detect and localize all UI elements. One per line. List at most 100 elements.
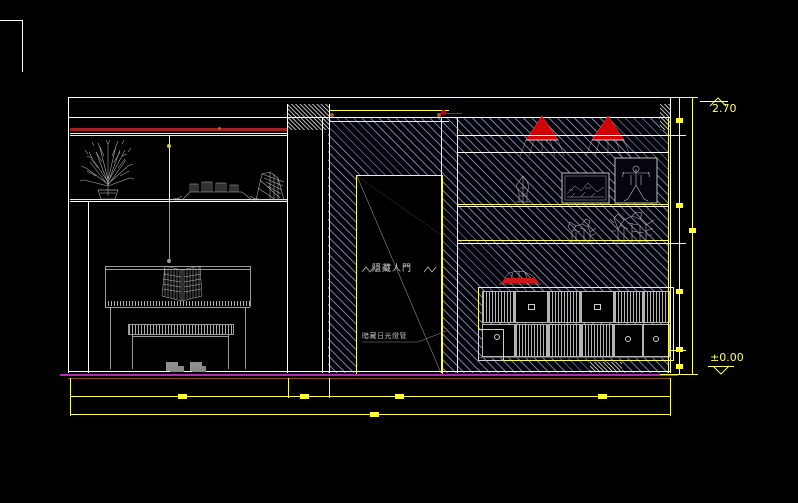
pendant-node-top xyxy=(167,144,171,148)
door-panel-right-edge xyxy=(441,117,442,373)
cabinet-door-u5[interactable] xyxy=(614,291,643,323)
dim-chain-ext-b xyxy=(329,378,330,398)
decor-right-shelf xyxy=(252,171,288,201)
elevation-left-edge xyxy=(68,97,69,373)
floor-hatch-b xyxy=(192,366,206,372)
vdim-tick-5 xyxy=(676,364,683,369)
left-bay-ref-line-d xyxy=(329,117,330,373)
spotlight-right xyxy=(585,115,631,157)
elevation-right-edge xyxy=(670,97,671,373)
vdim-ext-floor xyxy=(668,374,698,375)
vdim-line-outer xyxy=(692,97,693,375)
piano-leg-left xyxy=(110,307,111,369)
vdim-left-tick-b xyxy=(660,374,668,375)
level-marker-ceiling-symbol xyxy=(709,97,727,107)
piano-bench-seat xyxy=(128,324,234,335)
vdim-ext-top xyxy=(668,97,698,98)
cabinet-wall-left-edge xyxy=(457,117,458,373)
cabinet-handle-l5 xyxy=(625,336,631,342)
cabinet-door-u1[interactable] xyxy=(482,291,515,323)
framed-artwork-landscape xyxy=(561,172,610,204)
flower-arrangement-decor xyxy=(79,139,135,200)
cabinet-door-l4[interactable] xyxy=(581,324,614,357)
level-floor-prefix: ± xyxy=(710,351,720,364)
vdim-line-inner xyxy=(679,97,680,375)
soffit-inner-line-2 xyxy=(329,121,449,122)
ceiling-center-node xyxy=(218,127,221,130)
vdim-tick-3 xyxy=(676,289,683,294)
hidden-door-swing-arc xyxy=(356,175,442,374)
left-bay-ref-line-c xyxy=(322,117,323,373)
sculpture-upper-left xyxy=(515,175,530,203)
cabinet-handle-l1 xyxy=(494,334,500,340)
vdim-tick-outer xyxy=(689,228,696,233)
dim-chain-ext-right xyxy=(670,378,671,416)
hidden-door-label: 隱藏人門 xyxy=(372,264,413,274)
cabinet-door-u3[interactable] xyxy=(548,291,581,323)
cabinet-handle-u4 xyxy=(594,304,601,310)
cabinet-handle-l6 xyxy=(653,336,659,342)
bench-leg-right xyxy=(228,333,229,369)
soffit-accent-right xyxy=(440,113,462,114)
hidden-light-label: 暗藏日光燈管 xyxy=(362,332,407,340)
level-marker-floor-symbol xyxy=(712,365,730,375)
cabinet-detail-callout xyxy=(478,329,504,361)
left-bay-ceiling-yellow-line xyxy=(70,133,287,134)
floor-line-skirting xyxy=(68,378,671,379)
floor-line-white xyxy=(68,371,671,372)
shelf-left-top-line xyxy=(70,135,287,136)
door-label-leader xyxy=(361,266,437,273)
level-value-floor: ±0.00 xyxy=(710,351,744,364)
open-music-book xyxy=(161,265,203,302)
dim-tick-1 xyxy=(178,394,187,399)
bench-stretcher xyxy=(132,336,228,337)
cabinet-shelf-middle xyxy=(457,243,668,244)
ceiling-soffit-line xyxy=(68,117,671,118)
cabinet-door-l2[interactable] xyxy=(515,324,548,357)
pendant-rod xyxy=(169,135,170,203)
frame-shelf-line xyxy=(457,204,668,205)
piano-leg-right xyxy=(245,307,246,369)
horse-figurine-right xyxy=(609,211,655,243)
left-bay-ref-line-a xyxy=(88,201,89,373)
shelf-left-bottom xyxy=(70,201,287,202)
cabinet-door-u2[interactable] xyxy=(515,291,548,323)
piano-right-edge xyxy=(250,266,251,307)
dim-tick-3 xyxy=(395,394,404,399)
soffit-node-c xyxy=(441,110,446,115)
level-floor-number: 0.00 xyxy=(719,351,744,364)
sheet-border-left xyxy=(22,20,23,72)
elevation-top-edge xyxy=(68,97,671,98)
floor-hatch-right xyxy=(590,362,622,371)
floor-line-magenta xyxy=(60,374,678,376)
piano-left-edge xyxy=(105,266,106,307)
cabinet-outer-frame[interactable] xyxy=(478,287,674,361)
left-bay-ceiling-red-line xyxy=(70,128,287,131)
dim-tick-2 xyxy=(300,394,309,399)
cabinet-door-l3[interactable] xyxy=(548,324,581,357)
piano-top-edge xyxy=(105,266,250,267)
level-value-ceiling: 2.70 xyxy=(712,102,737,115)
vdim-tick-1 xyxy=(676,118,683,123)
piano-top-edge-2 xyxy=(105,269,250,270)
vdim-ext-soffit xyxy=(668,135,686,136)
sheet-border-top xyxy=(0,20,22,21)
cabinet-door-u6[interactable] xyxy=(643,291,670,323)
shelf-left-bottom-yellow xyxy=(70,199,287,200)
cabinet-shelf-middle-yellow xyxy=(457,240,668,241)
vdim-tick-2 xyxy=(676,203,683,208)
cabinet-door-u4[interactable] xyxy=(581,291,614,323)
decor-tray-red xyxy=(499,270,541,285)
hidden-light-leader-line xyxy=(362,330,447,343)
soffit-inner-line xyxy=(329,110,449,111)
dim-tick-4 xyxy=(598,394,607,399)
vdim-ext-mid xyxy=(668,243,686,244)
dim-tick-5 xyxy=(370,412,379,417)
cabinet-shelf-upper-2 xyxy=(457,152,668,153)
model-ship-decor xyxy=(169,181,263,201)
horse-figurine-left xyxy=(567,218,597,243)
dim-chain-1-line xyxy=(70,396,670,397)
spotlight-left xyxy=(519,115,565,157)
floor-hatch-a xyxy=(170,366,184,372)
